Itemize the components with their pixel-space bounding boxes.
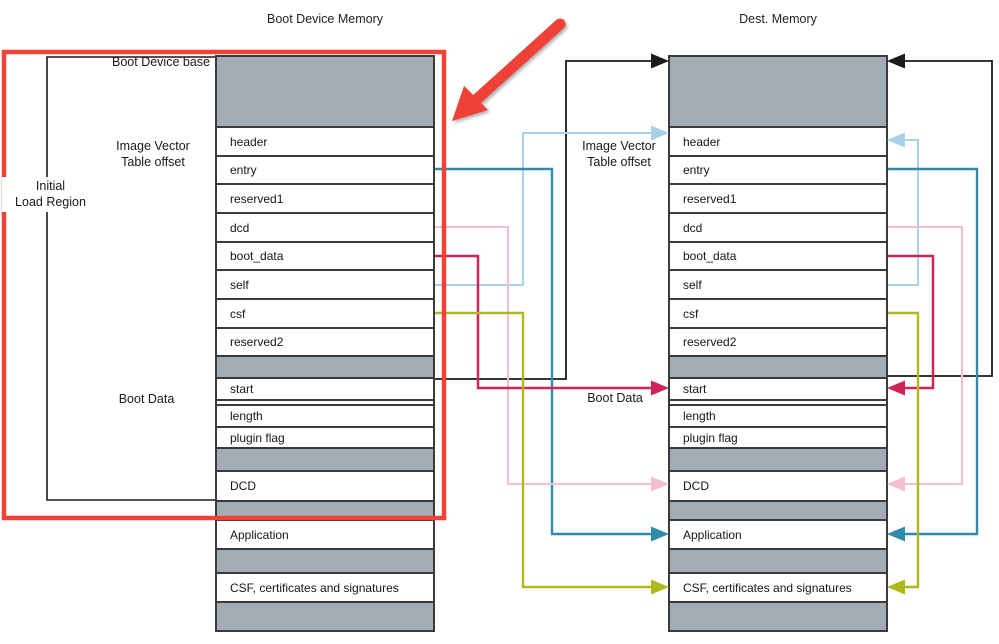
connector-dest-dcd-to-dest-dcd xyxy=(888,226,963,485)
bootdev-region-base xyxy=(215,55,435,128)
dest-row-boot-data: boot_data xyxy=(668,241,888,271)
dest-region-gray-4 xyxy=(668,548,888,574)
bootdev-region-gray-2 xyxy=(215,447,435,472)
initial-load-region-bracket xyxy=(46,56,215,501)
dest-region-base xyxy=(668,55,888,128)
dest-row-self: self xyxy=(668,269,888,300)
red-callout-arrowhead xyxy=(452,86,488,121)
dest-row-dcd: dcd xyxy=(668,212,888,243)
dest-row-length: length xyxy=(668,404,888,428)
arrowhead-dest-dcd-left xyxy=(651,476,669,492)
bootdev-row-application: Application xyxy=(215,519,435,550)
connector-dest-self-to-dest-header xyxy=(888,139,919,286)
connector-dest-bootdata-to-dest-start xyxy=(888,254,935,390)
dest-row-header: header xyxy=(668,126,888,157)
dest-row-csf-region: CSF, certificates and signatures xyxy=(668,572,888,603)
dest-row-dcd-region: DCD xyxy=(668,470,888,502)
bootdev-region-gray-1 xyxy=(215,355,435,379)
label-boot-data-right: Boot Data xyxy=(587,391,643,405)
bootdev-row-header: header xyxy=(215,126,435,157)
arrowhead-dest-application-left xyxy=(651,526,669,542)
dest-row-csf: csf xyxy=(668,298,888,329)
bootdev-row-csf-region: CSF, certificates and signatures xyxy=(215,572,435,603)
connector-bootdev-csf-to-dest-csf xyxy=(435,311,653,589)
bootdev-row-reserved1: reserved1 xyxy=(215,183,435,214)
bootdev-row-start: start xyxy=(215,377,435,401)
bootdev-region-gray-5 xyxy=(215,601,435,632)
bootdev-row-entry: entry xyxy=(215,155,435,185)
label-boot-device-base: Boot Device base xyxy=(112,55,210,69)
connector-dest-csf-to-dest-csf xyxy=(888,311,920,589)
arrowhead-dest-header-right xyxy=(887,132,905,148)
arrowhead-dest-start-right xyxy=(887,380,905,396)
connector-bootdev-start-to-dest-base xyxy=(435,60,653,380)
connector-dest-entry-to-dest-application xyxy=(888,167,979,536)
connector-bootdev-entry-to-dest-application xyxy=(435,167,653,536)
connector-dest-start-to-dest-base xyxy=(888,60,993,377)
label-initial-load-region: Initial Load Region xyxy=(2,177,99,212)
arrowhead-dest-csf-left xyxy=(651,579,669,595)
bootdev-row-dcd-region: DCD xyxy=(215,470,435,502)
bootdev-region-gray-4 xyxy=(215,548,435,574)
connector-bootdev-bootdata-to-dest-start xyxy=(435,254,653,390)
bootdev-row-length: length xyxy=(215,404,435,428)
bootdev-row-dcd: dcd xyxy=(215,212,435,243)
label-ivt-offset-right: Image Vector Table offset xyxy=(582,139,656,170)
red-callout-arrow-shaft xyxy=(471,18,566,105)
dest-row-plugin-flag: plugin flag xyxy=(668,426,888,449)
bootdev-row-plugin-flag: plugin flag xyxy=(215,426,435,449)
dest-region-gray-1 xyxy=(668,355,888,379)
arrowhead-dest-application-right xyxy=(887,526,905,542)
title-dest-memory: Dest. Memory xyxy=(739,12,817,26)
dest-row-reserved1: reserved1 xyxy=(668,183,888,214)
arrowhead-dest-base-left xyxy=(651,53,669,69)
connector-bootdev-dcd-to-dest-dcd xyxy=(435,226,653,485)
arrowhead-dest-base-right xyxy=(887,53,905,69)
dest-row-entry: entry xyxy=(668,155,888,185)
bootdev-row-boot-data: boot_data xyxy=(215,241,435,271)
dest-region-gray-5 xyxy=(668,601,888,632)
red-callout-arrow xyxy=(452,18,566,121)
bootdev-row-reserved2: reserved2 xyxy=(215,327,435,357)
dest-region-gray-3 xyxy=(668,500,888,521)
bootdev-row-self: self xyxy=(215,269,435,300)
title-boot-device-memory: Boot Device Memory xyxy=(266,12,383,26)
dest-row-start: start xyxy=(668,377,888,401)
dest-region-gray-2 xyxy=(668,447,888,472)
dest-row-application: Application xyxy=(668,519,888,550)
bootdev-region-gray-3 xyxy=(215,500,435,521)
dest-row-reserved2: reserved2 xyxy=(668,327,888,357)
label-boot-data-left: Boot Data xyxy=(118,392,175,406)
label-ivt-offset-left: Image Vector Table offset xyxy=(116,139,190,170)
arrowhead-dest-csf-right xyxy=(887,579,905,595)
arrowhead-dest-dcd-right xyxy=(887,476,905,492)
bootdev-row-csf: csf xyxy=(215,298,435,329)
